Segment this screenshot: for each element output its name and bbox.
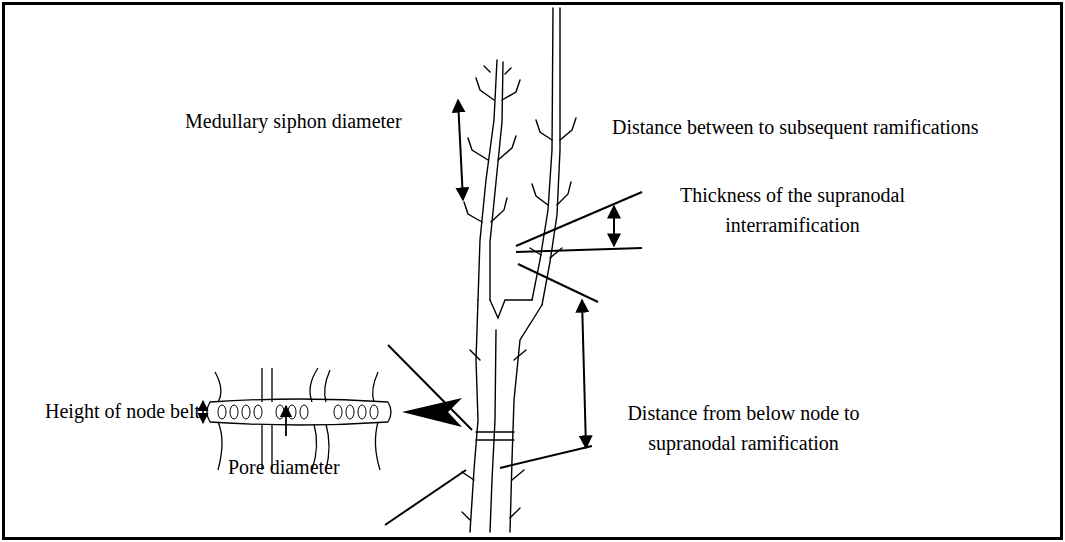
dimension-label: Height of node belt: [30, 396, 200, 426]
dimension-label: Distance from below node to supranodal r…: [606, 398, 881, 458]
dimension-label: Medullary siphon diameter: [185, 106, 445, 136]
dimension-label: Pore diameter: [228, 452, 378, 482]
dimension-label: Thickness of the supranodal interramific…: [650, 180, 935, 240]
dimension-label: Distance between to subsequent ramificat…: [612, 112, 1057, 142]
